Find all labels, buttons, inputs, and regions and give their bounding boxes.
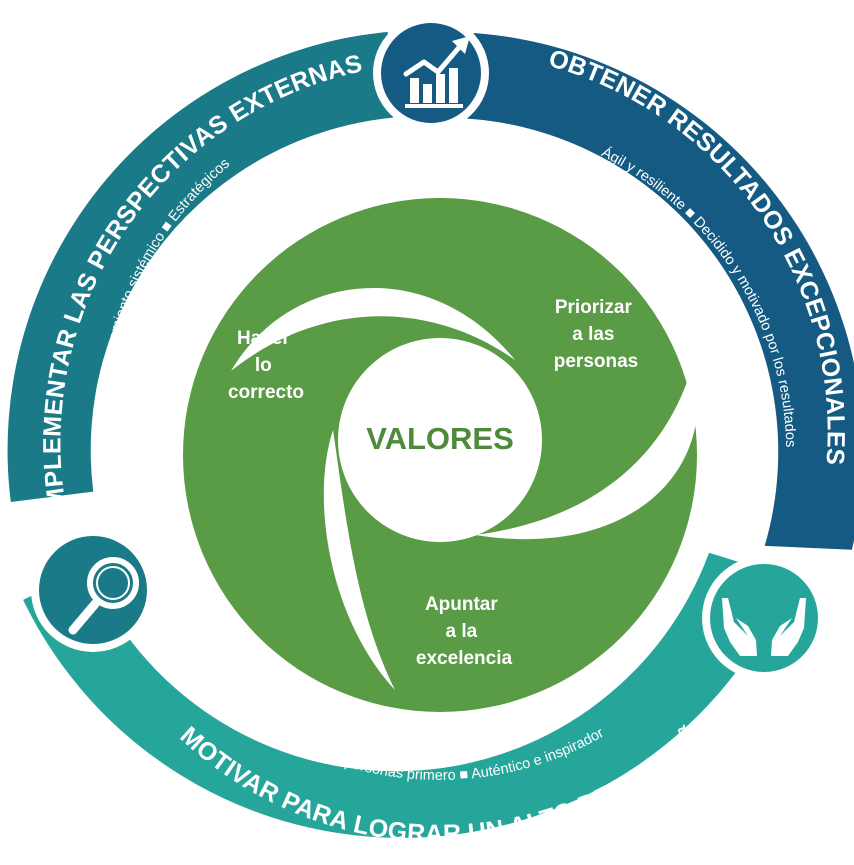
petal-line: Priorizar <box>555 297 633 318</box>
petal-priorizar-a-las-personas: Priorizar a las personas <box>554 297 638 372</box>
petal-line: a la <box>446 621 478 642</box>
petal-line: a las <box>572 324 614 345</box>
icon-badge-right <box>702 556 826 680</box>
icon-badge-top <box>373 15 489 131</box>
petal-labels: Hacer lo correcto Priorizar a las person… <box>228 297 638 669</box>
petal-line: Hacer <box>237 328 290 349</box>
petal-line: lo <box>255 355 272 376</box>
petal-line: excelencia <box>416 648 513 669</box>
magnifying-glass-icon <box>68 557 139 635</box>
ring-segment-bottom <box>23 552 790 838</box>
petal-apuntar-a-la-excelencia: Apuntar a la excelencia <box>416 594 513 669</box>
caring-hands-icon <box>722 598 806 656</box>
petal-line: Apuntar <box>425 594 498 615</box>
ring-segment-left <box>7 31 393 503</box>
petal-line: personas <box>554 351 638 372</box>
petal-hacer-lo-correcto: Hacer lo correcto <box>228 328 304 403</box>
ring-segment-right <box>464 32 854 550</box>
growth-chart-icon <box>403 36 470 108</box>
petal-line: correcto <box>228 382 304 403</box>
center-title: VALORES <box>366 421 514 456</box>
icon-badge-left <box>31 528 155 652</box>
values-swirl <box>183 198 698 712</box>
outer-ring <box>7 31 854 838</box>
